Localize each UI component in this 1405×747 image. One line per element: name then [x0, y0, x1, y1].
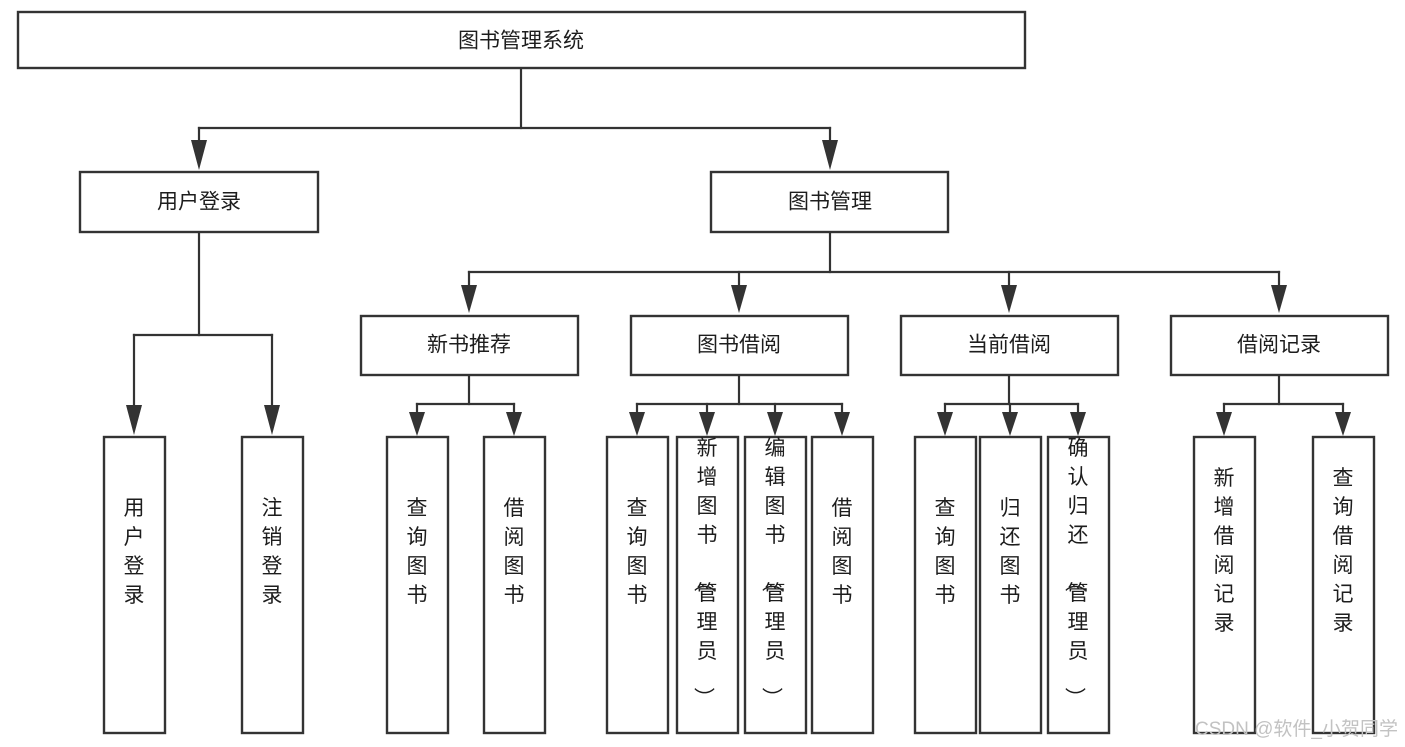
node-book-manage[interactable]: 图书管理 [709, 170, 950, 234]
arrow-icon-borrow-record [1271, 285, 1287, 313]
node-leaf-borrow-book-rec[interactable]: 借阅图书 [482, 435, 547, 735]
node-leaf-add-book-label: 新增图书（管理员） [692, 437, 718, 708]
node-root-box[interactable] [16, 10, 1027, 70]
node-new-book-rec-label: 新书推荐 [427, 334, 511, 357]
node-book-borrow-label: 图书借阅 [697, 334, 781, 357]
node-leaf-add-record[interactable]: 新增借阅记录 [1192, 435, 1257, 735]
node-leaf-add-record-label: 新增借阅记录 [1214, 467, 1235, 635]
node-leaf-confirm-return-label: 确认归还（管理员） [1063, 437, 1089, 708]
arrow-icon-leaf-logout [264, 405, 280, 435]
node-leaf-logout[interactable]: 注销登录 [240, 435, 305, 735]
arrow-icon-leaf-query-book-rec [409, 412, 425, 436]
node-current-borrow-box[interactable] [899, 314, 1120, 377]
arrow-icon-leaf-add-record [1216, 412, 1232, 436]
node-current-borrow-label: 当前借阅 [967, 334, 1051, 357]
arrow-icon-leaf-borrow-book-rec [506, 412, 522, 436]
node-leaf-query-book-borrow[interactable]: 查询图书 [605, 435, 670, 735]
node-leaf-borrow-book-label: 借阅图书 [832, 497, 853, 607]
node-new-book-rec-box[interactable] [359, 314, 580, 377]
arrow-icon-current-borrow [1001, 285, 1017, 313]
node-leaf-query-book-rec-box[interactable] [385, 435, 450, 735]
arrow-icon-leaf-borrow-book [834, 412, 850, 436]
node-leaf-confirm-return[interactable]: 确认归还（管理员） [1046, 435, 1111, 735]
arrow-icon-new-book-rec [461, 285, 477, 313]
arrow-icon-leaf-edit-book [767, 412, 783, 436]
arrow-icon-user-login [191, 140, 207, 170]
node-leaf-logout-box[interactable] [240, 435, 305, 735]
node-leaf-query-record-box[interactable] [1311, 435, 1376, 735]
node-leaf-edit-book[interactable]: 编辑图书（管理员） [743, 435, 808, 735]
node-leaf-query-book-current[interactable]: 查询图书 [913, 435, 978, 735]
node-leaf-query-record[interactable]: 查询借阅记录 [1311, 435, 1376, 735]
node-leaf-query-book-borrow-label: 查询图书 [627, 497, 648, 607]
node-book-manage-box[interactable] [709, 170, 950, 234]
leaf-nodes-group: 用户登录 注销登录 查询图书 借阅图书 查询图书 新增图书（管理员） [102, 435, 1376, 735]
arrow-icon-leaf-query-book-borrow [629, 412, 645, 436]
node-root[interactable]: 图书管理系统 [16, 10, 1027, 70]
arrow-icon-leaf-query-record [1335, 412, 1351, 436]
node-leaf-user-login[interactable]: 用户登录 [102, 435, 167, 735]
node-user-login[interactable]: 用户登录 [78, 170, 320, 234]
connector-group [126, 66, 1351, 436]
node-leaf-add-book[interactable]: 新增图书（管理员） [675, 435, 740, 735]
node-current-borrow[interactable]: 当前借阅 [899, 314, 1120, 377]
node-leaf-query-book-rec-label: 查询图书 [407, 497, 428, 607]
node-new-book-rec[interactable]: 新书推荐 [359, 314, 580, 377]
arrow-icon-leaf-user-login [126, 405, 142, 435]
arrow-icon-book-borrow [731, 285, 747, 313]
node-leaf-borrow-book[interactable]: 借阅图书 [810, 435, 875, 735]
node-leaf-logout-label: 注销登录 [262, 497, 283, 607]
node-user-login-label: 用户登录 [157, 191, 241, 214]
node-leaf-query-book-rec[interactable]: 查询图书 [385, 435, 450, 735]
node-leaf-query-book-borrow-box[interactable] [605, 435, 670, 735]
node-leaf-confirm-return-box[interactable] [1046, 435, 1111, 735]
node-user-login-box[interactable] [78, 170, 320, 234]
arrow-icon-book-manage [822, 140, 838, 170]
node-leaf-borrow-book-box[interactable] [810, 435, 875, 735]
node-leaf-user-login-label: 用户登录 [124, 497, 145, 607]
node-leaf-edit-book-box[interactable] [743, 435, 808, 735]
node-book-borrow-box[interactable] [629, 314, 850, 377]
node-borrow-record-box[interactable] [1169, 314, 1390, 377]
node-leaf-add-record-box[interactable] [1192, 435, 1257, 735]
node-leaf-return-book[interactable]: 归还图书 [978, 435, 1043, 735]
arrow-icon-leaf-return-book [1002, 412, 1018, 436]
node-leaf-edit-book-label: 编辑图书（管理员） [760, 437, 786, 708]
node-borrow-record[interactable]: 借阅记录 [1169, 314, 1390, 377]
node-leaf-query-book-current-label: 查询图书 [935, 497, 956, 607]
arrow-icon-leaf-confirm-return [1070, 412, 1086, 436]
arrow-icon-leaf-add-book [699, 412, 715, 436]
node-leaf-borrow-book-rec-box[interactable] [482, 435, 547, 735]
node-book-manage-label: 图书管理 [788, 191, 872, 214]
node-leaf-return-book-label: 归还图书 [1000, 497, 1021, 607]
node-leaf-add-book-box[interactable] [675, 435, 740, 735]
node-leaf-query-book-current-box[interactable] [913, 435, 978, 735]
watermark: CSDN @软件_小贺同学 [1195, 718, 1398, 740]
node-root-label: 图书管理系统 [458, 30, 584, 53]
node-book-borrow[interactable]: 图书借阅 [629, 314, 850, 377]
node-leaf-return-book-box[interactable] [978, 435, 1043, 735]
node-leaf-borrow-book-rec-label: 借阅图书 [504, 497, 525, 607]
node-leaf-query-record-label: 查询借阅记录 [1333, 467, 1354, 635]
node-leaf-user-login-box[interactable] [102, 435, 167, 735]
node-borrow-record-label: 借阅记录 [1237, 334, 1321, 357]
arrow-icon-leaf-query-book-current [937, 412, 953, 436]
